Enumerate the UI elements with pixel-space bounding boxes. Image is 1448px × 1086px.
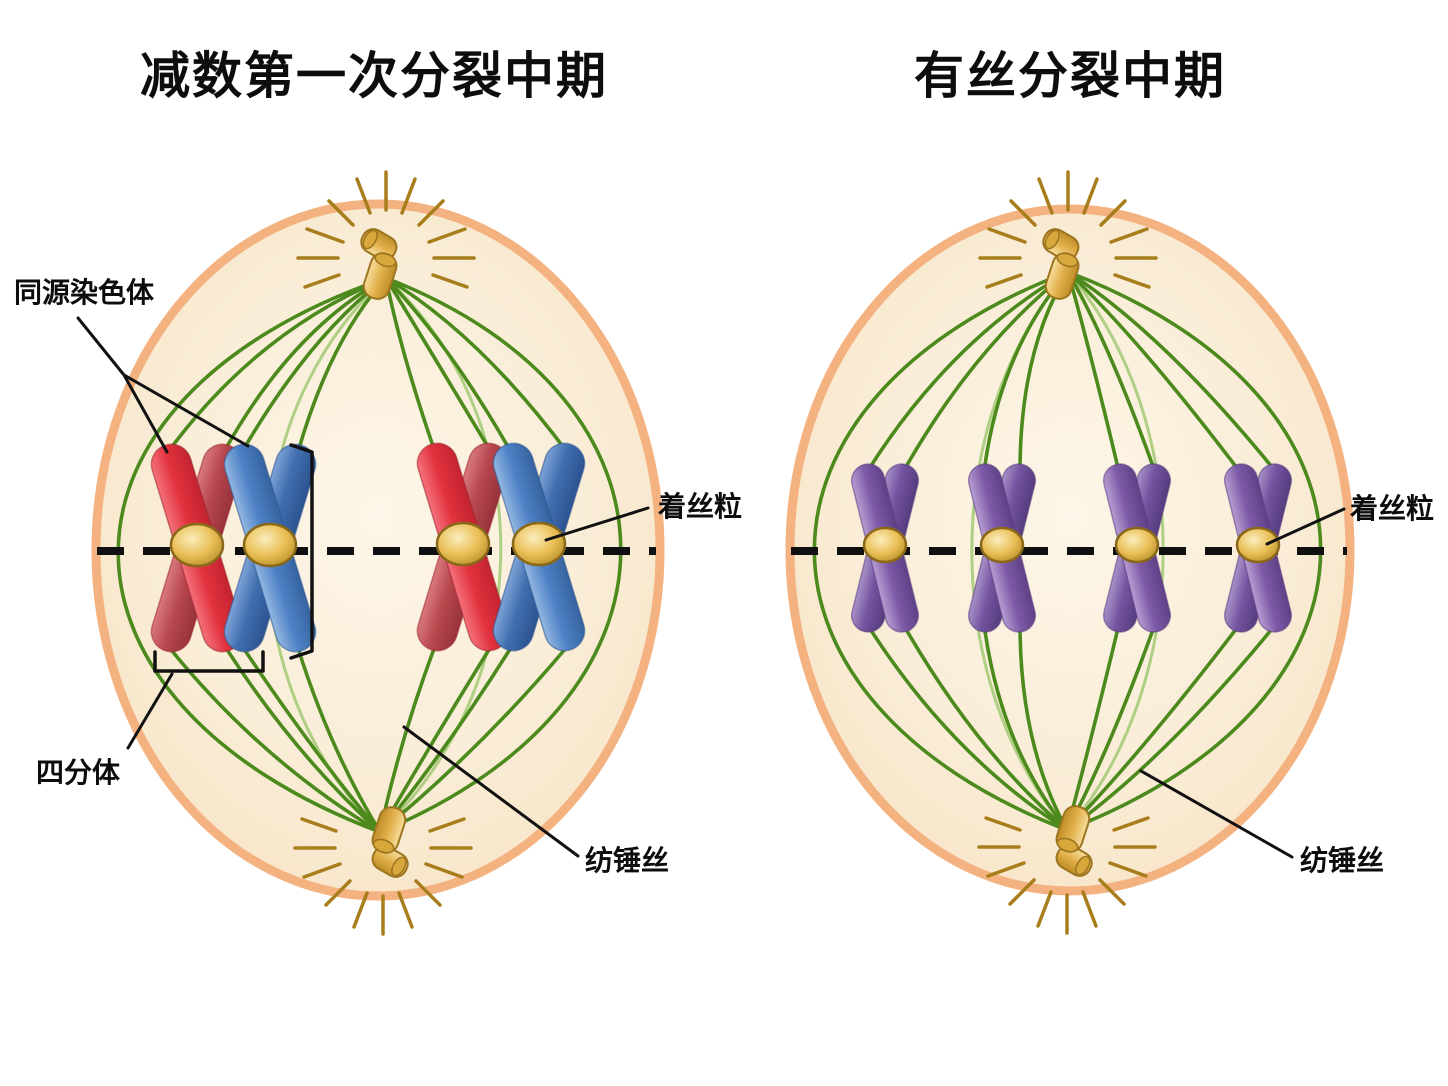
spindle-fiber	[1066, 270, 1157, 474]
spindle-fiber	[384, 276, 493, 454]
homologous-chromosome-label: 同源染色体	[14, 276, 155, 308]
tetrad-bottom-bracket	[153, 650, 265, 673]
left-title: 减数第一次分裂中期	[140, 48, 608, 104]
centromere	[1235, 526, 1281, 564]
spindle-fiber	[1065, 622, 1278, 832]
spindle-fiber	[865, 622, 1069, 832]
annotations: 减数第一次分裂中期 有丝分裂中期 同源染色体 着丝粒 四分体 纺锤丝 着丝粒 纺…	[14, 48, 1434, 876]
centromere	[169, 522, 225, 568]
spindle-fiber	[865, 270, 1070, 474]
spindle-fiber	[1066, 270, 1278, 474]
chromosome-purple-2	[967, 463, 1037, 633]
chromosome-blue-1	[223, 443, 317, 653]
centromere	[435, 521, 491, 567]
centromere-right-leader-line	[1265, 507, 1346, 546]
spindle-fiber	[296, 646, 382, 834]
spindle-fiber	[1066, 270, 1242, 474]
spindle-fiber	[384, 276, 513, 454]
spindle-right-leader-line	[1139, 769, 1294, 859]
tetrad-label: 四分体	[36, 757, 121, 788]
homologous-leader-line	[76, 316, 250, 454]
spindle-fiber	[384, 276, 569, 454]
mitosis-cell	[785, 170, 1355, 935]
spindle-fiber	[901, 270, 1070, 474]
centromere	[242, 522, 298, 568]
spindle-fiber-left-label: 纺锤丝	[585, 845, 669, 876]
spindle-fiber	[1018, 622, 1069, 832]
centromere	[1114, 526, 1160, 564]
spindle-fiber-right-label: 纺锤丝	[1300, 845, 1384, 876]
tetrad-leader-line	[126, 672, 174, 750]
spindle-fiber	[166, 276, 388, 454]
centromere	[511, 521, 567, 567]
right-title: 有丝分裂中期	[914, 48, 1226, 104]
tetrad-side-bracket	[289, 443, 314, 660]
spindle-fiber	[901, 622, 1069, 832]
chromosome-red-2	[416, 442, 510, 652]
spindle-fiber	[384, 276, 437, 454]
spindle-fiber	[982, 622, 1069, 832]
chromosome-purple-1	[850, 463, 920, 633]
spindle-fiber	[1066, 270, 1121, 474]
chromosome-purple-3	[1102, 463, 1172, 633]
centromere-left-leader-line	[544, 506, 650, 542]
spindle-fiber	[378, 646, 568, 834]
centromere	[979, 526, 1025, 564]
centromere	[862, 526, 908, 564]
centromere-right-label: 着丝粒	[1349, 492, 1434, 524]
spindle-fiber	[223, 276, 388, 452]
spindle-fiber	[224, 646, 382, 834]
centromere-left-label: 着丝粒	[657, 490, 742, 522]
spindle-fiber	[166, 644, 382, 834]
meiosis-cell	[91, 170, 665, 936]
chromosome-red-1	[150, 443, 244, 653]
spindle-left-leader-line	[402, 725, 580, 858]
chromosome-blue-2	[492, 442, 586, 652]
chromosome-purple-4	[1223, 463, 1293, 633]
